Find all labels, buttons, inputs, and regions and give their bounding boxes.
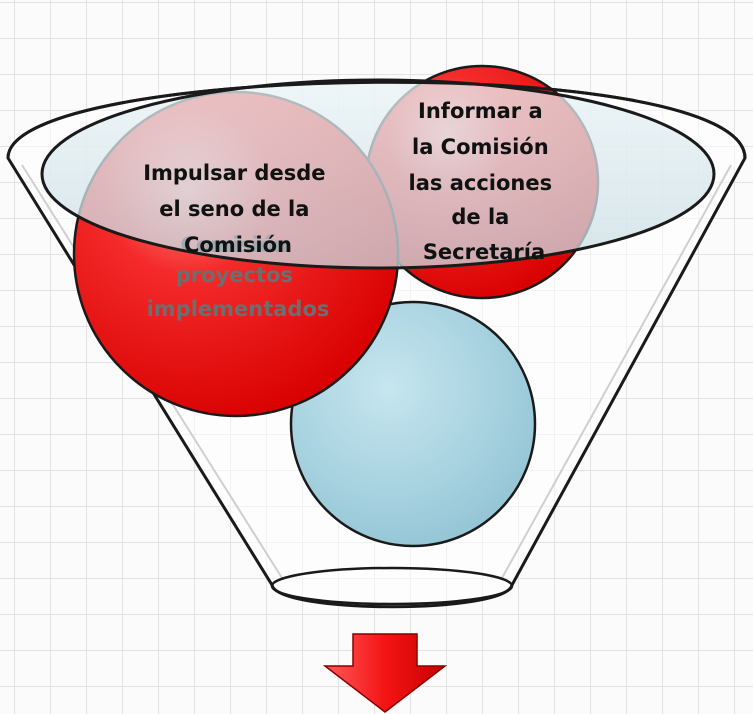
circle-informar-label-overlay: Informar a la Comisión las acciones de l… (409, 99, 560, 264)
funnel-mouth-outline (6, 80, 747, 159)
funnel-spout (270, 566, 514, 606)
funnel-rim (40, 78, 716, 270)
down-arrow-icon (322, 633, 448, 713)
circle-impulsar-label-overlay: Impulsar desde el seno de la Comisión (143, 161, 333, 257)
